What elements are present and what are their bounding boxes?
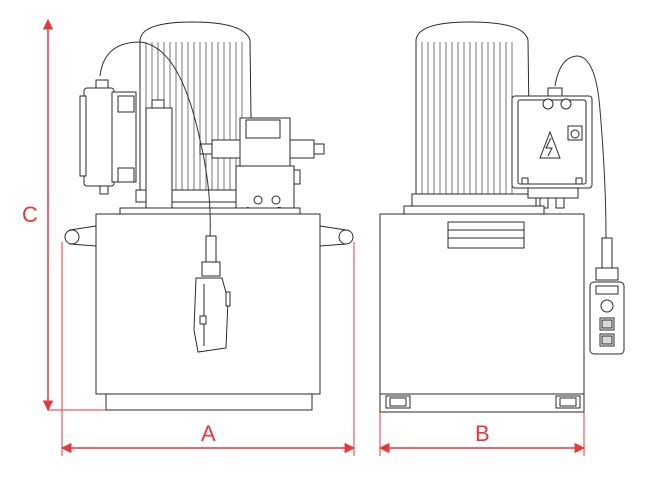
- side-pendant-cable: [554, 55, 607, 239]
- side-electrical-control-box: [511, 87, 593, 209]
- side-tank-lid: [403, 205, 545, 215]
- front-manifold-block: [145, 99, 173, 209]
- front-terminal-box: [79, 79, 137, 195]
- dimension-annotations: [42, 18, 586, 456]
- side-oil-tank: [379, 213, 585, 413]
- side-pendant-controller: [589, 237, 625, 355]
- front-solenoid-valve: [199, 117, 325, 209]
- front-view: A B: [64, 21, 354, 411]
- front-lifting-handles: [64, 225, 354, 247]
- front-pendant-controller: [193, 235, 231, 353]
- side-view: [379, 21, 625, 413]
- dimension-a-label: A: [201, 421, 216, 446]
- front-pendant-cable: [99, 41, 211, 239]
- dimension-b-label: B: [475, 421, 490, 446]
- side-electric-motor: [411, 21, 537, 207]
- dimension-c-label: C: [22, 202, 38, 227]
